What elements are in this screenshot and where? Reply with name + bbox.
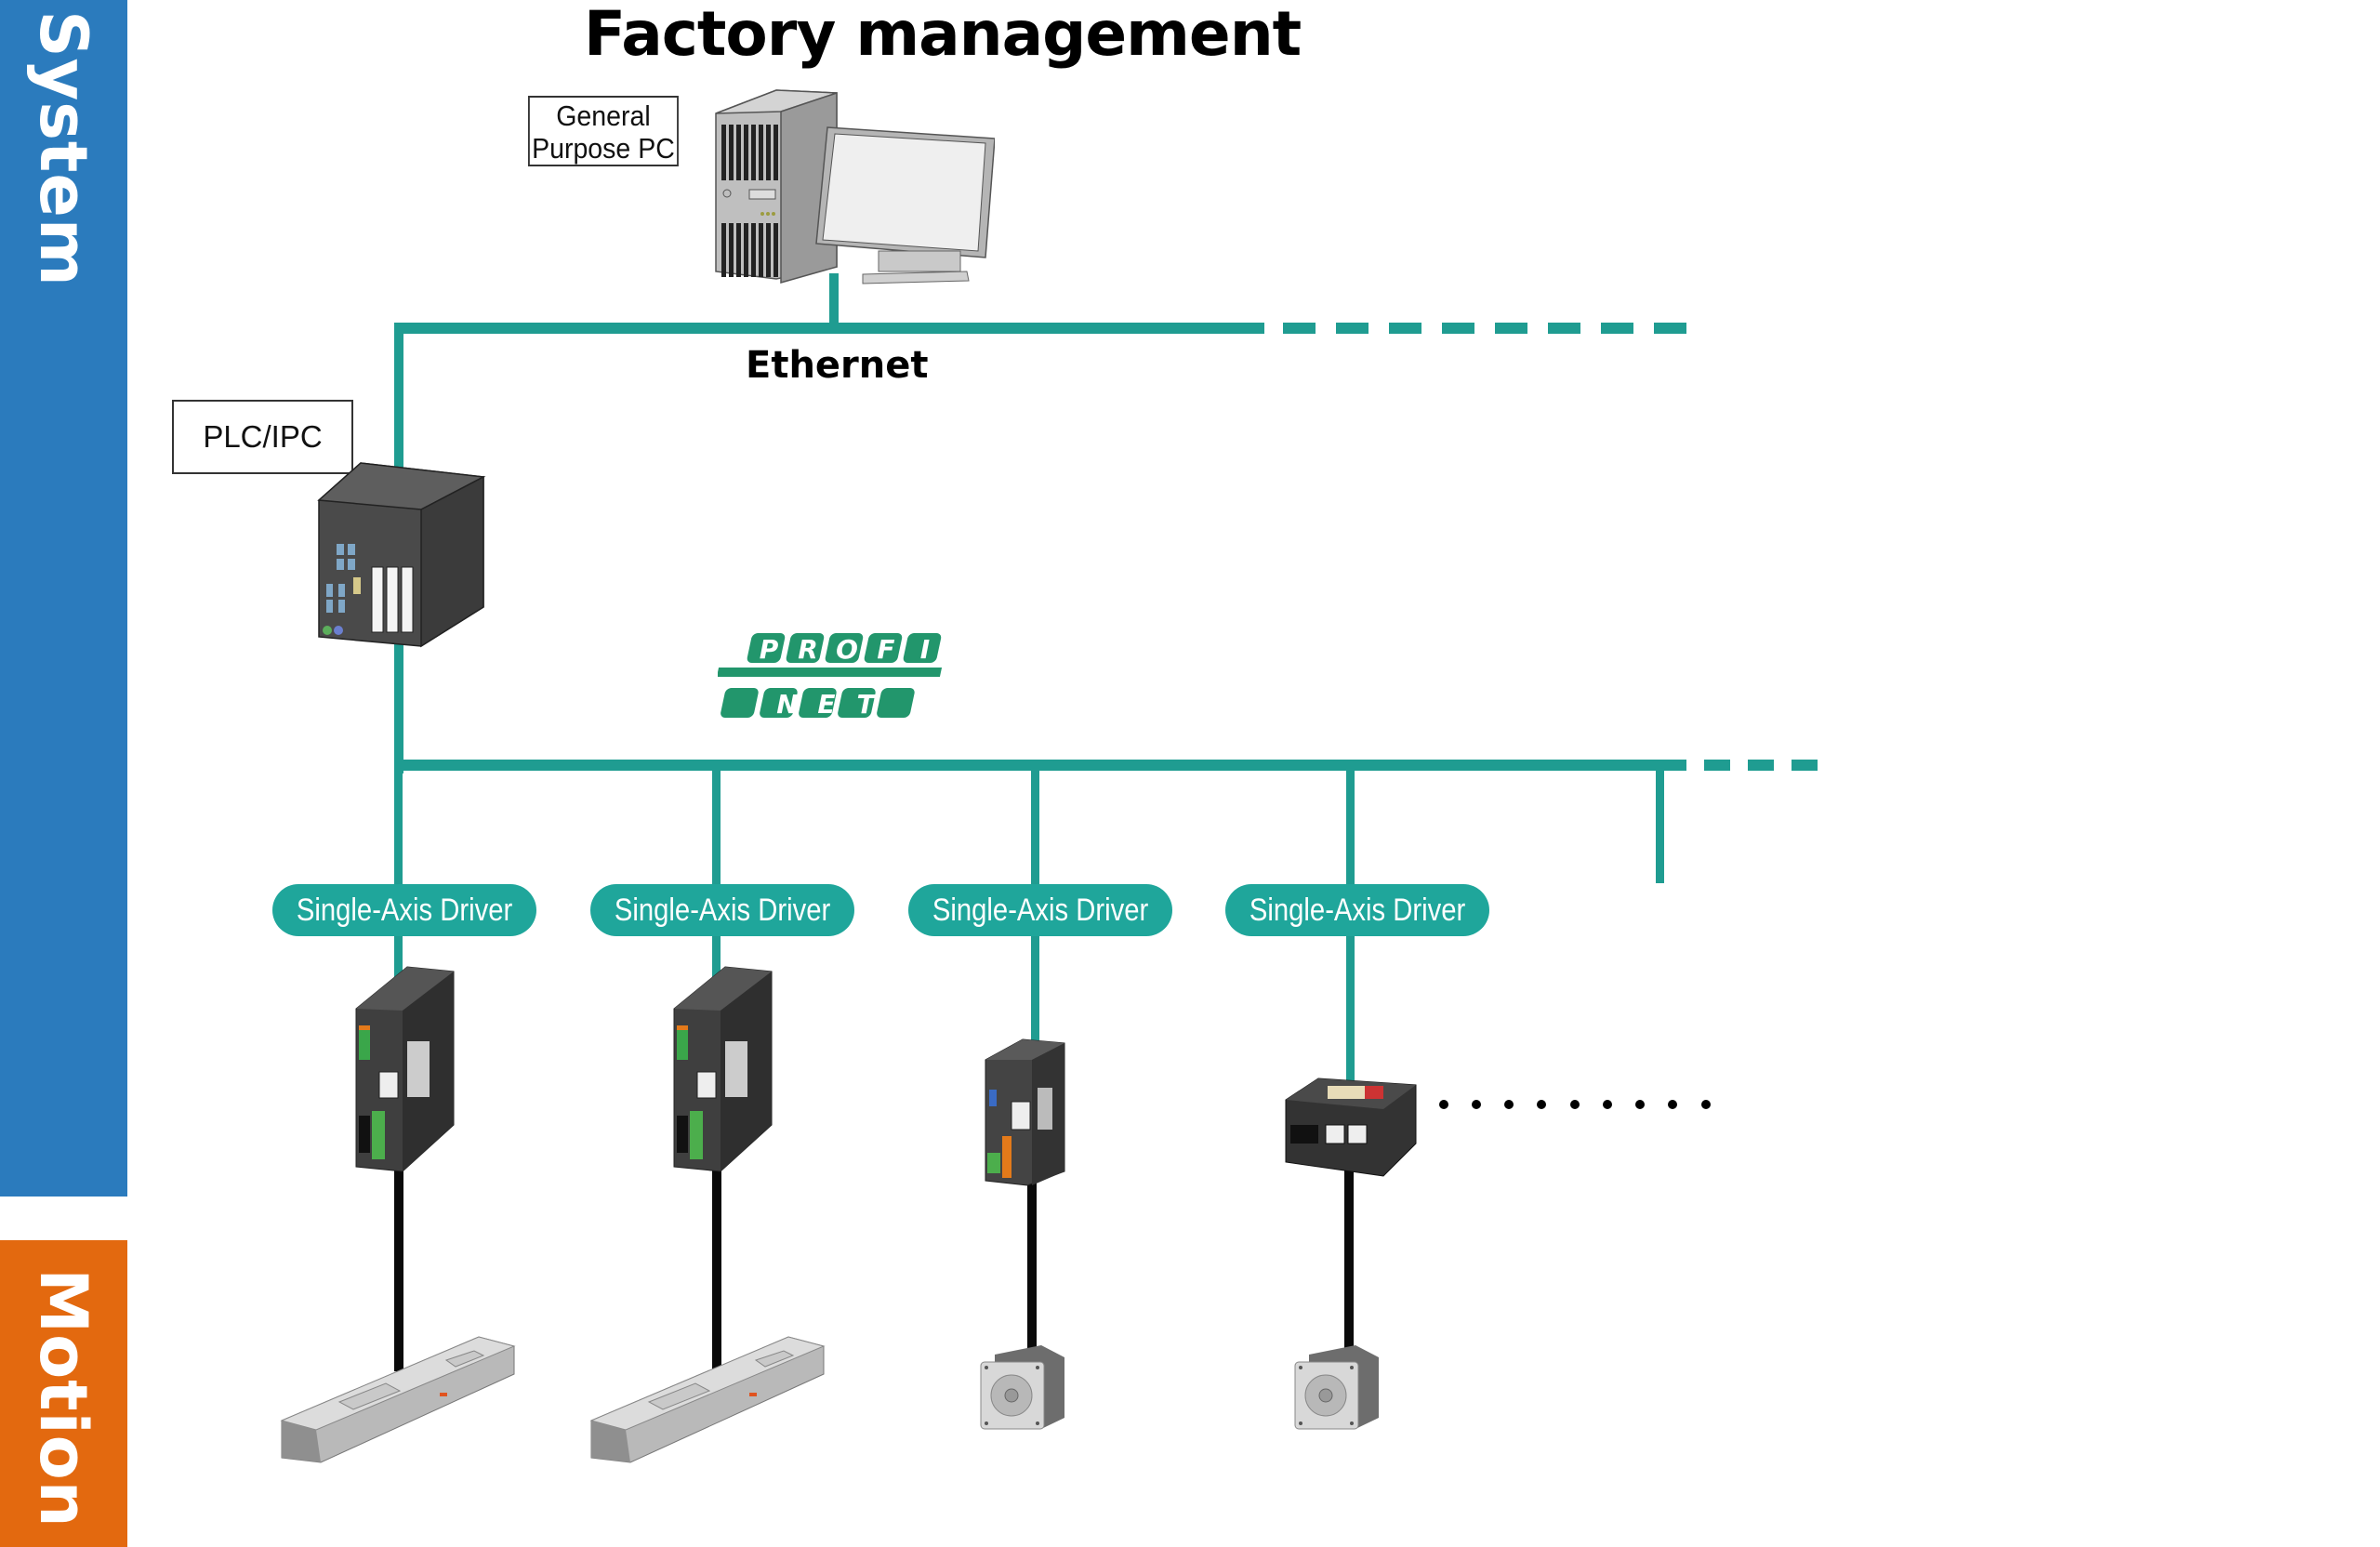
motion-band: Motion [0,1240,127,1547]
profinet-letter-e: E [817,689,835,720]
motor-cable-4 [1344,1162,1354,1353]
flat-driver-icon [1285,1078,1417,1177]
motor-cable-2 [712,1167,721,1371]
industrial-pc-icon [317,462,486,648]
linear-actuator-icon [280,1336,516,1463]
continuation-dots [1407,1100,1711,1109]
profinet-continuation-dashes [1704,760,1818,771]
plc-label-box: PLC/IPC [172,400,353,474]
profinet-bus [394,760,1686,771]
profinet-letter-f: F [877,634,894,665]
profinet-letter-t: T [856,689,876,720]
driver-label-1: Single-Axis Driver [272,884,536,936]
ethernet-continuation-dashes [1283,323,1686,334]
system-band: System [0,0,127,1197]
pc-drop-line [829,273,839,329]
compact-driver-icon [985,1038,1065,1186]
profinet-letter-i: I [920,634,930,665]
single-axis-driver-icon [673,966,773,1172]
profinet-letter-n: N [776,689,798,720]
profinet-top-row [747,633,942,663]
profinet-logo: P R O F I N E T [718,633,943,720]
diagram-title: Factory management [584,0,1302,70]
driver-2-drop [712,767,721,981]
driver-label-3: Single-Axis Driver [908,884,1172,936]
open-branch-drop [1656,767,1664,883]
driver-1-drop [394,767,403,981]
stepper-motor-icon [980,1345,1064,1430]
motor-cable-3 [1027,1176,1037,1353]
pc-label-box: General Purpose PC [528,96,679,166]
driver-label-2: Single-Axis Driver [590,884,854,936]
profinet-letter-r: R [798,634,818,665]
ethernet-label: Ethernet [746,344,929,387]
pc-label-line1: General [556,99,651,132]
motor-cable-1 [394,1167,403,1371]
desktop-computer-icon [715,89,995,284]
stepper-motor-icon [1294,1345,1379,1430]
linear-actuator-icon [589,1336,826,1463]
single-axis-driver-icon [355,966,455,1172]
pc-label-line2: Purpose PC [532,132,675,165]
profinet-letter-o: O [836,634,858,665]
profinet-letter-p: P [760,634,779,665]
driver-label-4: Single-Axis Driver [1225,884,1489,936]
profinet-bottom-row [721,688,915,718]
